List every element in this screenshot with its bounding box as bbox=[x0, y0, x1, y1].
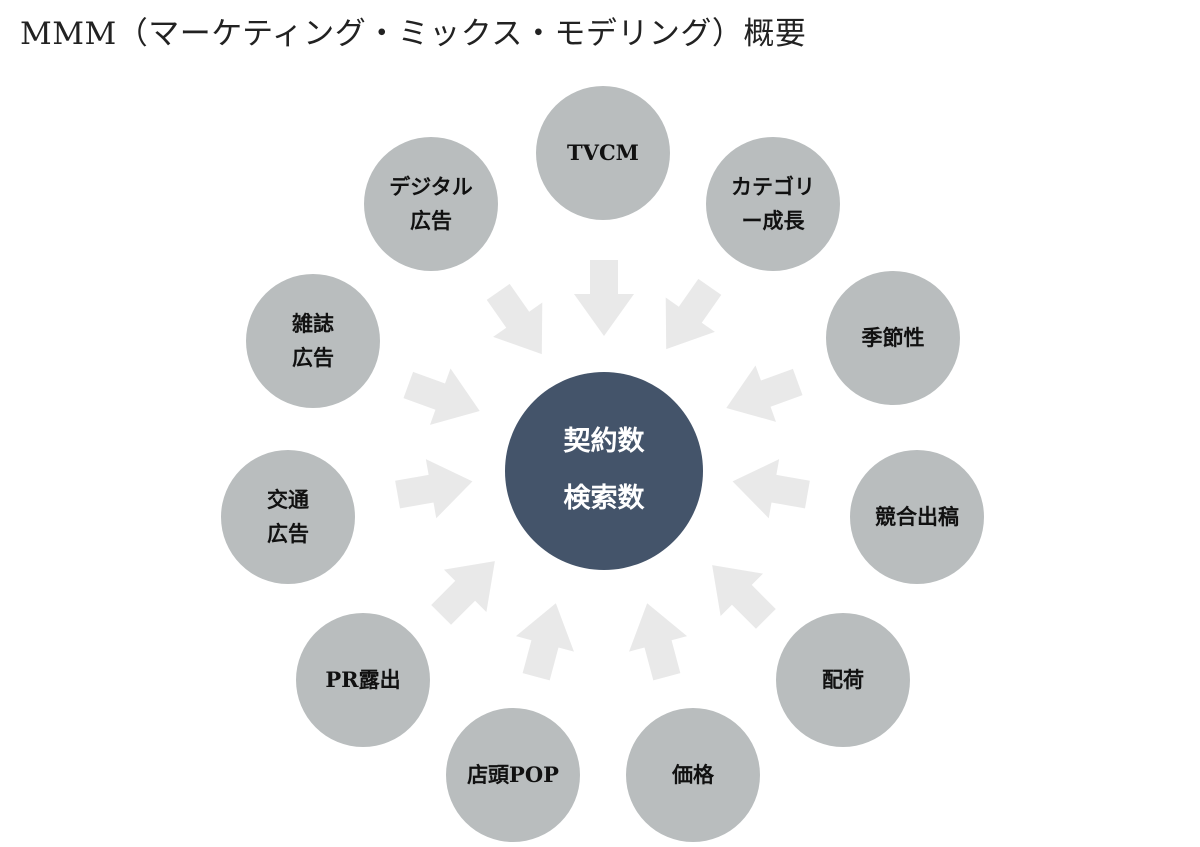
factor-node-digital-ads: デジタル広告 bbox=[364, 137, 498, 271]
factor-node-pr-exposure: PR露出 bbox=[296, 613, 430, 747]
factor-node-competitor-ads: 競合出稿 bbox=[850, 450, 984, 584]
arrow-icon bbox=[712, 565, 776, 629]
factor-node-magazine-ads: 雑誌広告 bbox=[246, 274, 380, 408]
arrow-icon bbox=[403, 368, 480, 425]
factor-node-price: 価格 bbox=[626, 708, 760, 842]
factor-label-tvcm-1: TVCM bbox=[567, 140, 639, 166]
factor-label-magazine-ads-2: 広告 bbox=[292, 345, 334, 370]
factor-node-seasonality: 季節性 bbox=[826, 271, 960, 405]
factor-node-transit-ads: 交通広告 bbox=[221, 450, 355, 584]
factor-label-digital-ads-1: デジタル bbox=[389, 174, 473, 200]
factor-label-magazine-ads-1: 雑誌 bbox=[292, 311, 334, 337]
arrow-icon bbox=[726, 365, 803, 422]
arrow-icon bbox=[665, 278, 722, 350]
factor-node-tvcm: TVCM bbox=[536, 86, 670, 220]
center-label-searches: 検索数 bbox=[563, 483, 645, 514]
factor-label-digital-ads-2: 広告 bbox=[410, 208, 452, 233]
factor-label-transit-ads-1: 交通 bbox=[267, 487, 309, 513]
arrow-icon bbox=[574, 260, 634, 336]
arrow-icon bbox=[515, 603, 574, 681]
arrow-icon bbox=[732, 459, 810, 519]
factor-label-transit-ads-2: 広告 bbox=[267, 521, 309, 546]
factor-label-category-growth-1: カテゴリ bbox=[731, 174, 815, 200]
arrow-icon bbox=[431, 561, 495, 625]
factor-label-price-1: 価格 bbox=[672, 762, 714, 788]
factor-node-distribution: 配荷 bbox=[776, 613, 910, 747]
center-node-kpi: 契約数 検索数 bbox=[505, 372, 703, 570]
factor-label-store-pop-1: 店頭POP bbox=[467, 762, 559, 788]
factor-label-competitor-ads-1: 競合出稿 bbox=[875, 504, 959, 530]
arrow-icon bbox=[486, 283, 543, 355]
factor-label-pr-exposure-1: PR露出 bbox=[325, 667, 401, 693]
arrow-icon bbox=[395, 459, 473, 519]
center-label-contracts: 契約数 bbox=[563, 426, 645, 458]
factor-node-store-pop: 店頭POP bbox=[446, 708, 580, 842]
factor-label-distribution-1: 配荷 bbox=[822, 667, 864, 693]
page-title: MMM（マーケティング・ミックス・モデリング）概要 bbox=[20, 16, 807, 52]
arrow-icon bbox=[629, 603, 688, 681]
factor-node-category-growth: カテゴリー成長 bbox=[706, 137, 840, 271]
factor-label-seasonality-1: 季節性 bbox=[861, 325, 925, 351]
factor-label-category-growth-2: ー成長 bbox=[741, 208, 805, 233]
